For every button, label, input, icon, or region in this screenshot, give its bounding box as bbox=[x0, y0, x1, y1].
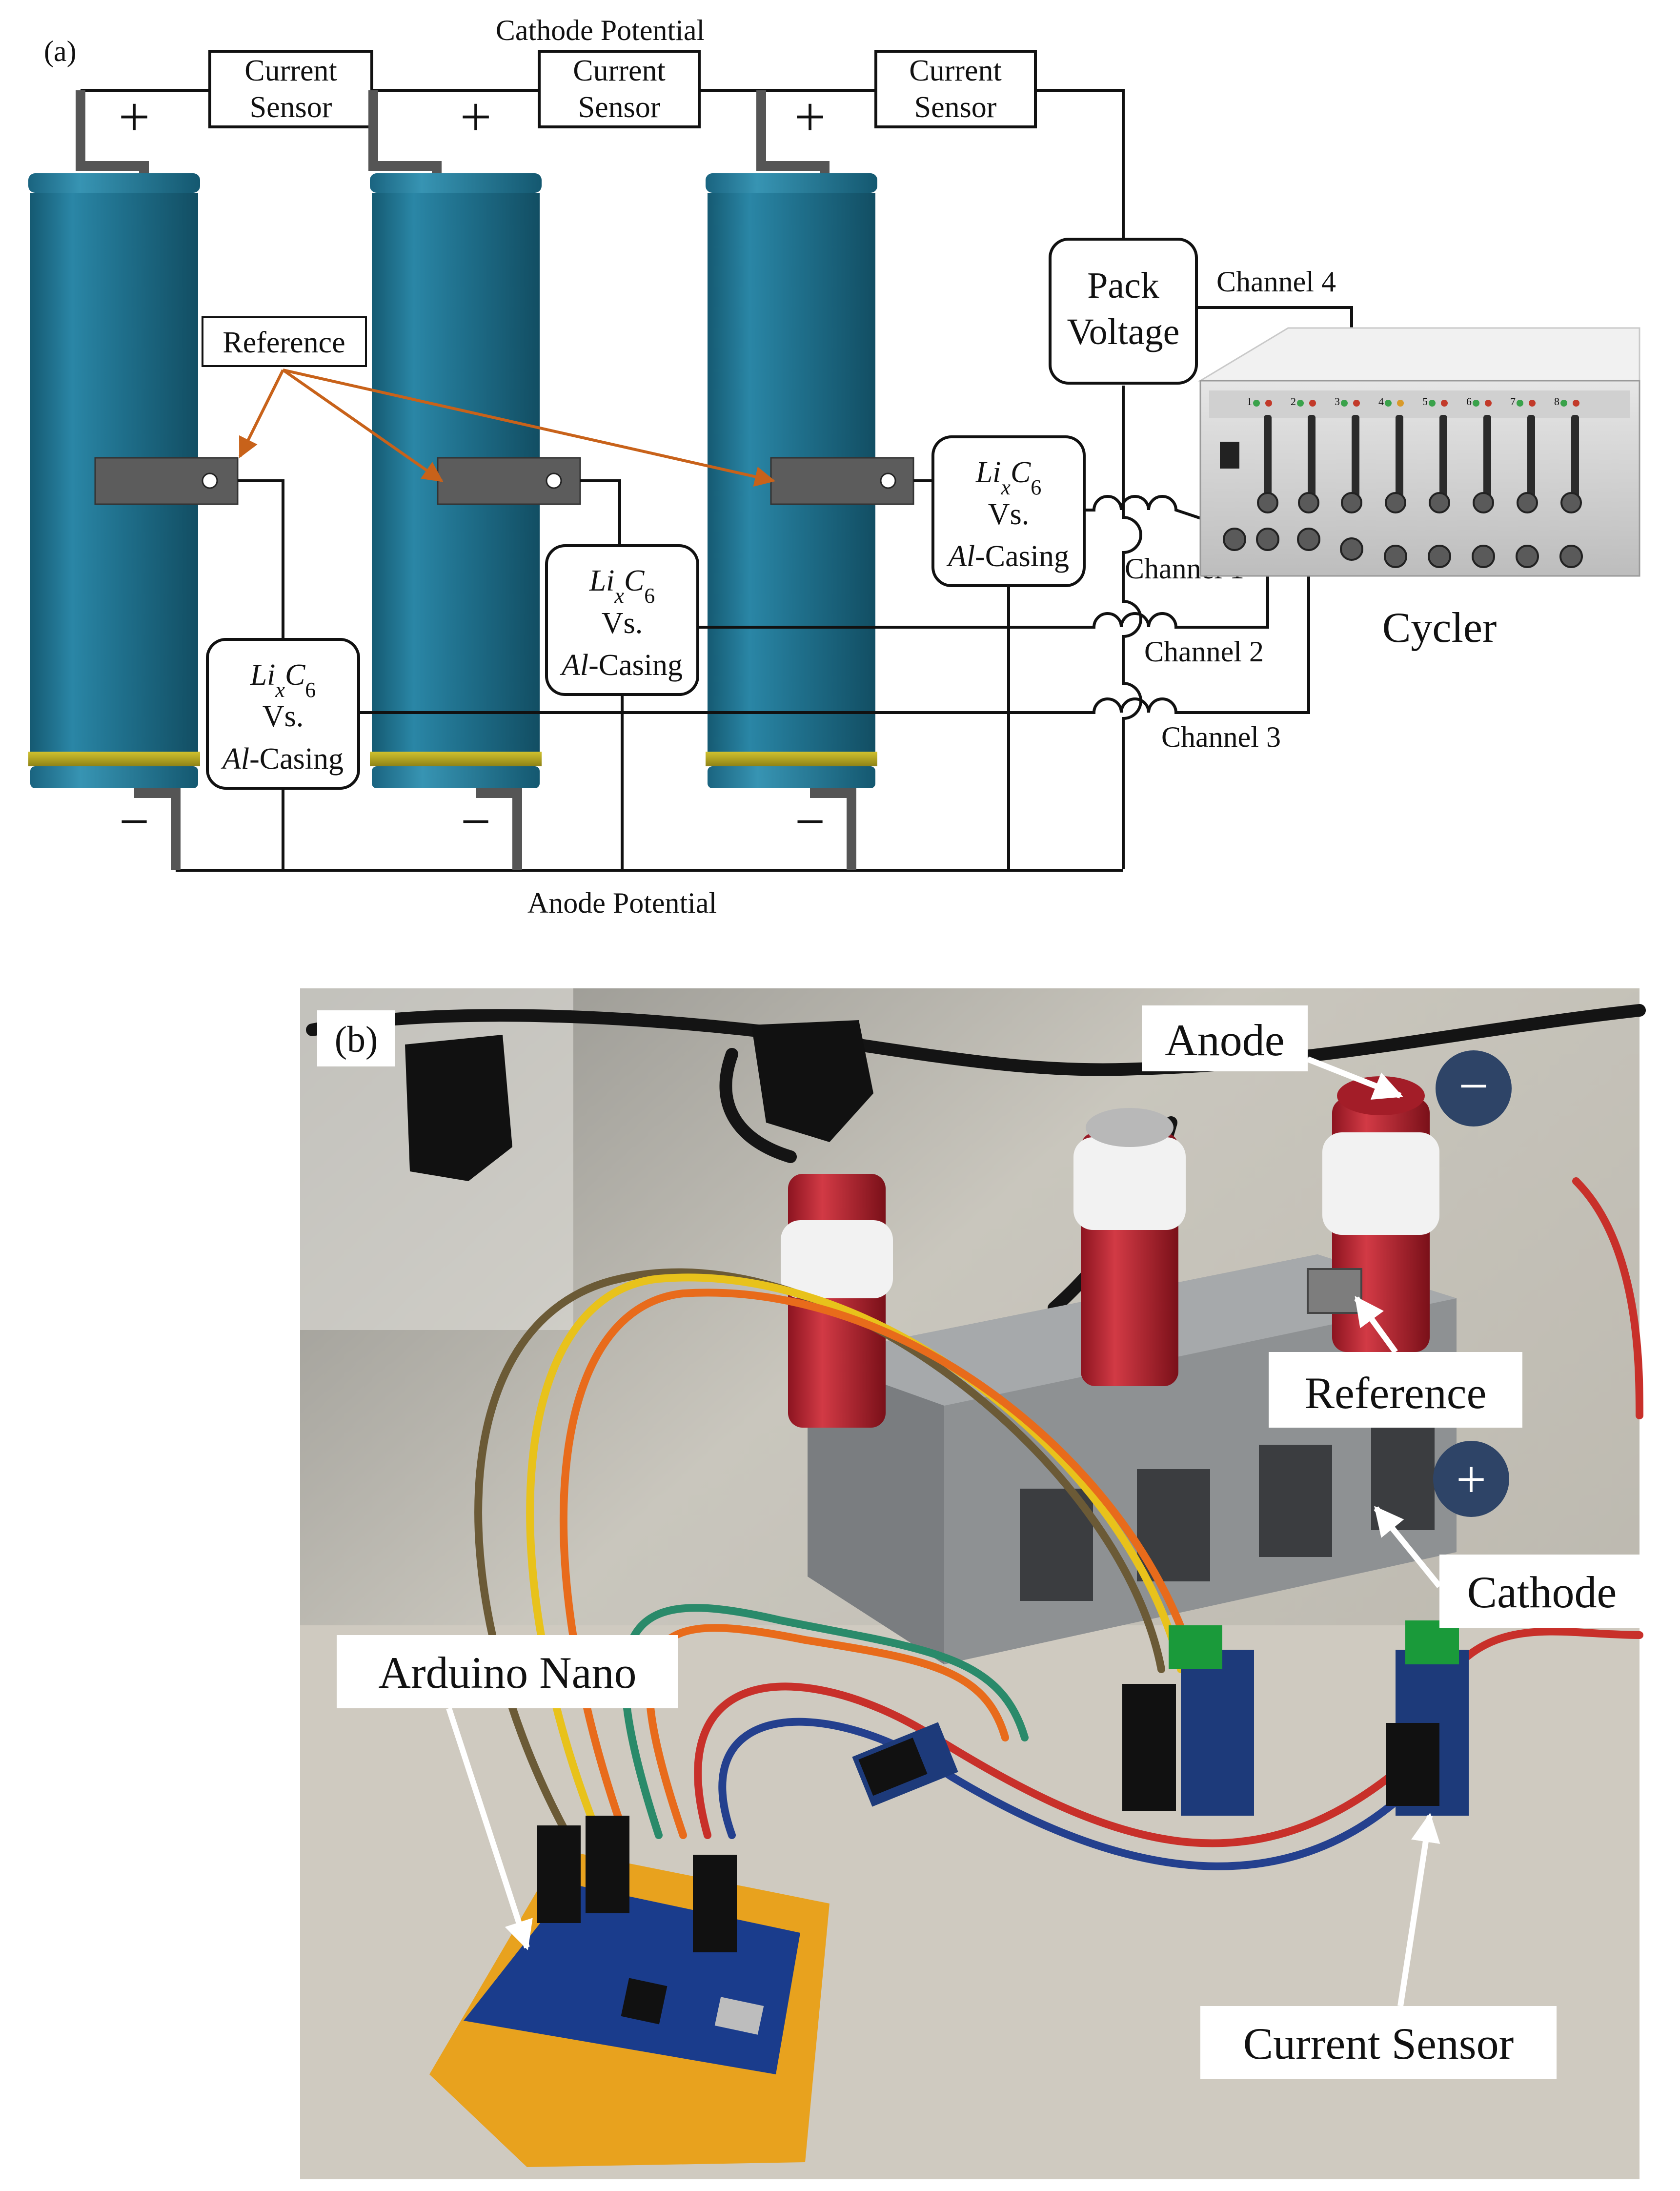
svg-text:Vs.: Vs. bbox=[602, 607, 643, 640]
cycler-label: Cycler bbox=[1382, 604, 1497, 652]
channel-4-label: Channel 4 bbox=[1216, 266, 1336, 298]
panel-a-label: (a) bbox=[44, 35, 77, 67]
panel-b-label-box: (b) bbox=[317, 1010, 395, 1066]
panel-b-label: (b) bbox=[335, 1019, 378, 1060]
panel-b-photo: (b) Anode − Reference + Cathode Ard bbox=[300, 988, 1646, 2179]
battery-cell-2: + − bbox=[368, 86, 621, 870]
current-sensor-1: Current Sensor bbox=[208, 50, 373, 128]
svg-text:+: + bbox=[1456, 1450, 1486, 1509]
negative-terminal-2: − bbox=[461, 792, 491, 851]
plus-badge: + bbox=[1433, 1441, 1509, 1517]
red-cells bbox=[781, 1076, 1439, 1428]
positive-terminal-3: + bbox=[794, 86, 826, 148]
anode-callout: Anode bbox=[1142, 1005, 1403, 1100]
svg-text:Current: Current bbox=[573, 54, 665, 87]
svg-text:Reference: Reference bbox=[1305, 1368, 1487, 1418]
svg-text:7: 7 bbox=[1510, 395, 1516, 408]
positive-terminal-1: + bbox=[119, 86, 150, 148]
svg-text:Current: Current bbox=[909, 54, 1001, 87]
cycler-slot-numbers: 1 2 3 4 5 6 7 8 bbox=[1247, 395, 1559, 408]
svg-text:Al-Casing: Al-Casing bbox=[560, 649, 683, 682]
reference-tab-photo bbox=[1307, 1268, 1362, 1314]
svg-text:Anode: Anode bbox=[1165, 1015, 1284, 1065]
svg-text:8: 8 bbox=[1554, 395, 1559, 408]
svg-text:Current: Current bbox=[244, 54, 337, 87]
svg-text:Vs.: Vs. bbox=[988, 498, 1029, 531]
anode-potential-label: Anode Potential bbox=[527, 887, 717, 919]
current-sensor-3: Current Sensor bbox=[874, 50, 1037, 128]
lixc6-box-2: LixC6 Vs. Al-Casing bbox=[545, 544, 699, 696]
svg-text:5: 5 bbox=[1422, 395, 1428, 408]
svg-text:Al-Casing: Al-Casing bbox=[946, 540, 1069, 573]
current-sensor-2: Current Sensor bbox=[538, 50, 701, 128]
svg-text:Sensor: Sensor bbox=[250, 91, 332, 124]
lixc6-box-3: LixC6 Vs. Al-Casing bbox=[931, 435, 1086, 587]
svg-text:Voltage: Voltage bbox=[1067, 311, 1180, 352]
reference-callout: Reference bbox=[202, 316, 776, 487]
cathode-callout: Cathode bbox=[1374, 1506, 1640, 1628]
svg-text:Pack: Pack bbox=[1087, 265, 1159, 306]
negative-terminal-3: − bbox=[795, 792, 825, 851]
negative-terminal-1: − bbox=[119, 792, 149, 851]
tape-1 bbox=[405, 1035, 512, 1181]
positive-terminal-2: + bbox=[460, 86, 492, 148]
reference-label: Reference bbox=[223, 326, 345, 359]
channel-3-label: Channel 3 bbox=[1161, 721, 1281, 753]
svg-text:Sensor: Sensor bbox=[914, 91, 997, 124]
cycler-connectors bbox=[1223, 492, 1583, 568]
cycler-slots bbox=[1264, 415, 1579, 500]
svg-text:3: 3 bbox=[1335, 395, 1340, 408]
pack-voltage-box: Pack Voltage bbox=[1049, 238, 1198, 385]
svg-text:Current Sensor: Current Sensor bbox=[1243, 2019, 1514, 2068]
svg-text:Arduino Nano: Arduino Nano bbox=[379, 1648, 637, 1698]
minus-badge: − bbox=[1436, 1050, 1512, 1126]
reference-photo-callout: Reference bbox=[1269, 1296, 1522, 1428]
svg-text:Vs.: Vs. bbox=[263, 700, 304, 733]
lixc6-box-1: LixC6 Vs. Al-Casing bbox=[206, 638, 360, 790]
cycler-power-switch bbox=[1220, 442, 1239, 469]
current-sensor-callout: Current Sensor bbox=[1200, 1813, 1557, 2079]
svg-text:Cathode: Cathode bbox=[1467, 1567, 1617, 1617]
svg-text:2: 2 bbox=[1291, 395, 1296, 408]
panel-a-circuit-diagram: (a) Cathode Potential Anode Potential Cu… bbox=[28, 14, 1640, 919]
channel-2-label: Channel 2 bbox=[1144, 635, 1264, 668]
battery-cell-1: + − bbox=[28, 86, 284, 870]
cycler-device: 1 2 3 4 5 6 7 8 bbox=[1197, 327, 1640, 652]
battery-cell-3: + − bbox=[706, 86, 933, 870]
svg-text:Al-Casing: Al-Casing bbox=[221, 742, 344, 776]
svg-text:Sensor: Sensor bbox=[578, 91, 661, 124]
svg-text:6: 6 bbox=[1466, 395, 1472, 408]
tape-2 bbox=[751, 1020, 873, 1142]
svg-text:4: 4 bbox=[1378, 395, 1384, 408]
cathode-potential-label: Cathode Potential bbox=[496, 14, 705, 46]
svg-text:−: − bbox=[1458, 1056, 1489, 1116]
current-sensor-modules bbox=[852, 1620, 1469, 1816]
cycler-leds bbox=[1253, 400, 1579, 407]
arduino-callout: Arduino Nano bbox=[337, 1635, 678, 1950]
svg-text:1: 1 bbox=[1247, 395, 1252, 408]
